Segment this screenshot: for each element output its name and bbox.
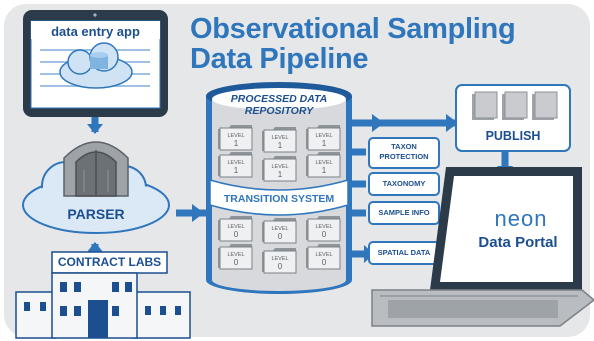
folder-level-number: 1 xyxy=(322,139,327,148)
tablet-device xyxy=(23,10,168,117)
portal-title-label: Data Portal xyxy=(478,234,558,251)
taxon-protection-line-2: PROTECTION xyxy=(379,152,429,161)
folder-level-text: LEVEL xyxy=(315,252,332,258)
folder-level-number: 0 xyxy=(278,232,283,241)
folder-level-text: LEVEL xyxy=(271,256,288,262)
page-title: Observational Sampling Data Pipeline xyxy=(190,14,590,74)
folder-level-text: LEVEL xyxy=(271,226,288,232)
folder-level-number: 0 xyxy=(322,230,327,239)
taxon-protection-line-1: TAXON xyxy=(391,142,417,151)
sample-info-label: SAMPLE INFO xyxy=(378,208,430,217)
spatial-data-label: SPATIAL DATA xyxy=(377,248,431,257)
contract-labs-building xyxy=(15,251,191,339)
taxonomy-box xyxy=(368,172,440,196)
folder-level-number: 1 xyxy=(234,166,239,175)
folder-level-number: 1 xyxy=(278,141,283,150)
data-entry-app-label: data entry app xyxy=(51,24,140,39)
repository-title-line-1: PROCESSED DATA xyxy=(230,93,328,105)
folder-level-text: LEVEL xyxy=(315,224,332,230)
folder-level-number: 1 xyxy=(322,166,327,175)
taxon-protection-box xyxy=(368,137,440,169)
contract-labs-label: CONTRACT LABS xyxy=(57,255,162,269)
folder-level-text: LEVEL xyxy=(315,133,332,139)
folder-level-number: 0 xyxy=(234,230,239,239)
title-line-1: Observational Sampling xyxy=(190,13,516,45)
folder-level-number: 0 xyxy=(322,258,327,267)
folder-level-number: 0 xyxy=(278,262,283,271)
title-line-2: Data Pipeline xyxy=(190,43,369,75)
publish-label: PUBLISH xyxy=(485,129,541,143)
sample-info-box xyxy=(368,201,440,225)
repository-title-line-2: REPOSITORY xyxy=(244,105,314,117)
folder-level-text: LEVEL xyxy=(315,160,332,166)
repository-title: PROCESSED DATA REPOSITORY xyxy=(212,93,346,117)
side-boxes xyxy=(368,137,440,265)
cloud-database-icon xyxy=(59,42,133,89)
folder-level-text: LEVEL xyxy=(227,252,244,258)
publish-folders-icon xyxy=(472,91,558,120)
portal-brand-logo: neon xyxy=(494,206,548,231)
folder-level-number: 1 xyxy=(278,170,283,179)
gateway-door-icon xyxy=(63,141,129,197)
folder-level-text: LEVEL xyxy=(227,224,244,230)
folder-level-text: LEVEL xyxy=(227,133,244,139)
folder-level-text: LEVEL xyxy=(227,160,244,166)
taxonomy-label: TAXONOMY xyxy=(382,179,426,188)
folder-level-number: 1 xyxy=(234,139,239,148)
laptop-device xyxy=(371,167,594,327)
folder-level-text: LEVEL xyxy=(271,135,288,141)
folder-level-number: 0 xyxy=(234,258,239,267)
folder-level-text: LEVEL xyxy=(271,164,288,170)
parser-label: PARSER xyxy=(67,206,125,222)
taxon-protection-label: TAXON PROTECTION xyxy=(369,142,439,162)
transition-system-label: TRANSITION SYSTEM xyxy=(223,193,335,205)
publish-box xyxy=(455,84,571,152)
